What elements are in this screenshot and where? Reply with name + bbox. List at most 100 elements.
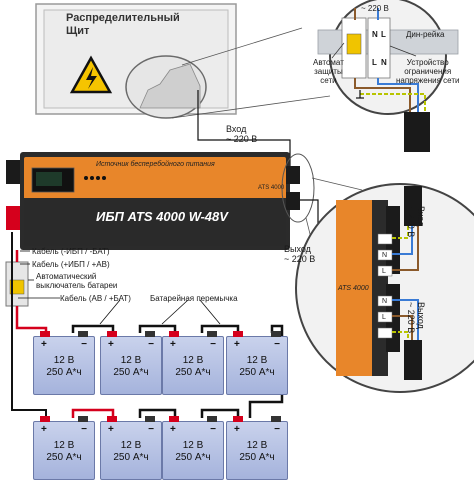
right-inset-output: Выход ~ 220 В: [406, 302, 426, 333]
battery-5-capacity: 250 А*ч: [46, 452, 82, 463]
battery-7-rating: 12 В 250 А*ч: [163, 440, 223, 464]
battery-1-plus: +: [41, 339, 47, 350]
breaker-label: Автомат защиты сети: [313, 58, 344, 85]
battery-2-rating: 12 В 250 А*ч: [101, 355, 161, 379]
battery-7-positive-terminal: [169, 416, 179, 422]
battery-5: + − 12 В 250 А*ч: [33, 416, 95, 480]
output-label-line2: ~ 220 В: [284, 254, 316, 264]
battery-4-minus: −: [274, 339, 280, 350]
battery-6: + − 12 В 250 А*ч: [100, 416, 162, 480]
battery-7-negative-terminal: [207, 416, 217, 422]
battery-8-negative-terminal: [271, 416, 281, 422]
battery-switch-label: Автоматический выключатель батареи: [36, 272, 117, 290]
battery-4-voltage: 12 В: [246, 355, 268, 366]
battery-8: + − 12 В 250 А*ч: [226, 416, 288, 480]
right-inset-n-top: N: [382, 252, 388, 259]
battery-2-plus: +: [108, 339, 114, 350]
battery-2: + − 12 В 250 А*ч: [100, 331, 162, 395]
ups-front-text: Источник бесперебойного питания: [96, 161, 215, 168]
battery-6-rating: 12 В 250 А*ч: [101, 440, 161, 464]
battery-8-capacity: 250 А*ч: [239, 452, 275, 463]
right-inset-output-line2: ~ 220 В: [406, 302, 416, 334]
battery-6-negative-terminal: [145, 416, 155, 422]
output-label-line1: Выход: [284, 244, 311, 254]
battery-7: + − 12 В 250 А*ч: [162, 416, 224, 480]
right-inset-l-bottom: L: [382, 314, 386, 321]
right-inset-l-top: L: [382, 268, 386, 275]
battery-7-plus: +: [170, 424, 176, 435]
battery-1-rating: 12 В 250 А*ч: [34, 355, 94, 379]
battery-8-positive-terminal: [233, 416, 243, 422]
limiter-label: Устройство ограничения напряжения сети: [396, 58, 459, 85]
battery-2-positive-terminal: [107, 331, 117, 337]
battery-5-voltage: 12 В: [53, 440, 75, 451]
breaker-label-2: защиты: [314, 67, 343, 76]
battery-1-negative-terminal: [78, 331, 88, 337]
output-label: Выход ~ 220 В: [284, 244, 315, 264]
right-inset-n-bottom: N: [382, 298, 388, 305]
battery-3-plus: +: [170, 339, 176, 350]
battery-4-plus: +: [234, 339, 240, 350]
battery-switch-label-1: Автоматический: [36, 272, 97, 281]
battery-5-rating: 12 В 250 А*ч: [34, 440, 94, 464]
battery-4-rating: 12 В 250 А*ч: [227, 355, 287, 379]
battery-3-negative-terminal: [207, 331, 217, 337]
battery-3-voltage: 12 В: [182, 355, 204, 366]
right-inset-input-line1: Вход: [416, 206, 426, 227]
breaker-label-3: сети: [320, 76, 337, 85]
breaker-label-1: Автомат: [313, 58, 344, 67]
top-inset-l: L: [381, 30, 386, 39]
battery-jumper-label: Батарейная перемычка: [150, 294, 238, 303]
cable-pos-label: Кабель (+ИБП / +АВ): [32, 260, 110, 269]
ups-unit: [6, 152, 300, 250]
battery-8-rating: 12 В 250 А*ч: [227, 440, 287, 464]
battery-breaker: [5, 250, 29, 318]
ups-model: ИБП ATS 4000 W-48V: [96, 209, 228, 224]
top-inset-n2: L: [372, 58, 377, 67]
ups-model-small: ATS 4000: [258, 185, 285, 191]
din-rail-label: Дин-рейка: [406, 30, 445, 39]
battery-8-minus: −: [274, 424, 280, 435]
battery-6-plus: +: [108, 424, 114, 435]
right-inset-model: ATS 4000: [338, 285, 369, 292]
battery-switch-label-2: выключатель батареи: [36, 281, 118, 290]
battery-6-minus: −: [148, 424, 154, 435]
input-label-line2: ~ 220 В: [226, 134, 258, 144]
right-inset-input-line2: ~ 220 В: [406, 206, 416, 238]
battery-6-positive-terminal: [107, 416, 117, 422]
battery-1-minus: −: [81, 339, 87, 350]
battery-1-positive-terminal: [40, 331, 50, 337]
right-inset-circle: [295, 183, 474, 393]
limiter-label-3: напряжения сети: [396, 76, 460, 85]
battery-1: + − 12 В 250 А*ч: [33, 331, 95, 395]
battery-8-voltage: 12 В: [246, 440, 268, 451]
right-inset-input: Вход ~ 220 В: [406, 206, 426, 237]
input-label: Вход ~ 220 В: [226, 124, 257, 144]
limiter-label-2: ограничения: [404, 67, 452, 76]
battery-2-voltage: 12 В: [120, 355, 142, 366]
battery-3-positive-terminal: [169, 331, 179, 337]
battery-5-minus: −: [81, 424, 87, 435]
battery-5-plus: +: [41, 424, 47, 435]
cable-neg-label: Кабель (-ИБП / -БАТ): [32, 247, 110, 256]
top-inset-n: N: [372, 30, 378, 39]
battery-5-negative-terminal: [78, 416, 88, 422]
battery-3-capacity: 250 А*ч: [175, 367, 211, 378]
top-inset-voltage: ~ 220 В: [361, 4, 389, 13]
panel-title: Распределительный Щит: [66, 12, 186, 38]
battery-4-capacity: 250 А*ч: [239, 367, 275, 378]
battery-6-capacity: 250 А*ч: [113, 452, 149, 463]
battery-4-positive-terminal: [233, 331, 243, 337]
panel-title-line2: Щит: [66, 25, 90, 37]
bottom-battery-bank-wiring: [71, 408, 240, 418]
battery-6-voltage: 12 В: [120, 440, 142, 451]
battery-4-negative-terminal: [271, 331, 281, 337]
battery-7-capacity: 250 А*ч: [175, 452, 211, 463]
battery-3-rating: 12 В 250 А*ч: [163, 355, 223, 379]
cable-ab-bat-label: Кабель (АВ / +БАТ): [60, 294, 131, 303]
battery-8-plus: +: [234, 424, 240, 435]
battery-1-capacity: 250 А*ч: [46, 367, 82, 378]
limiter-label-1: Устройство: [406, 58, 449, 67]
battery-1-voltage: 12 В: [53, 355, 75, 366]
